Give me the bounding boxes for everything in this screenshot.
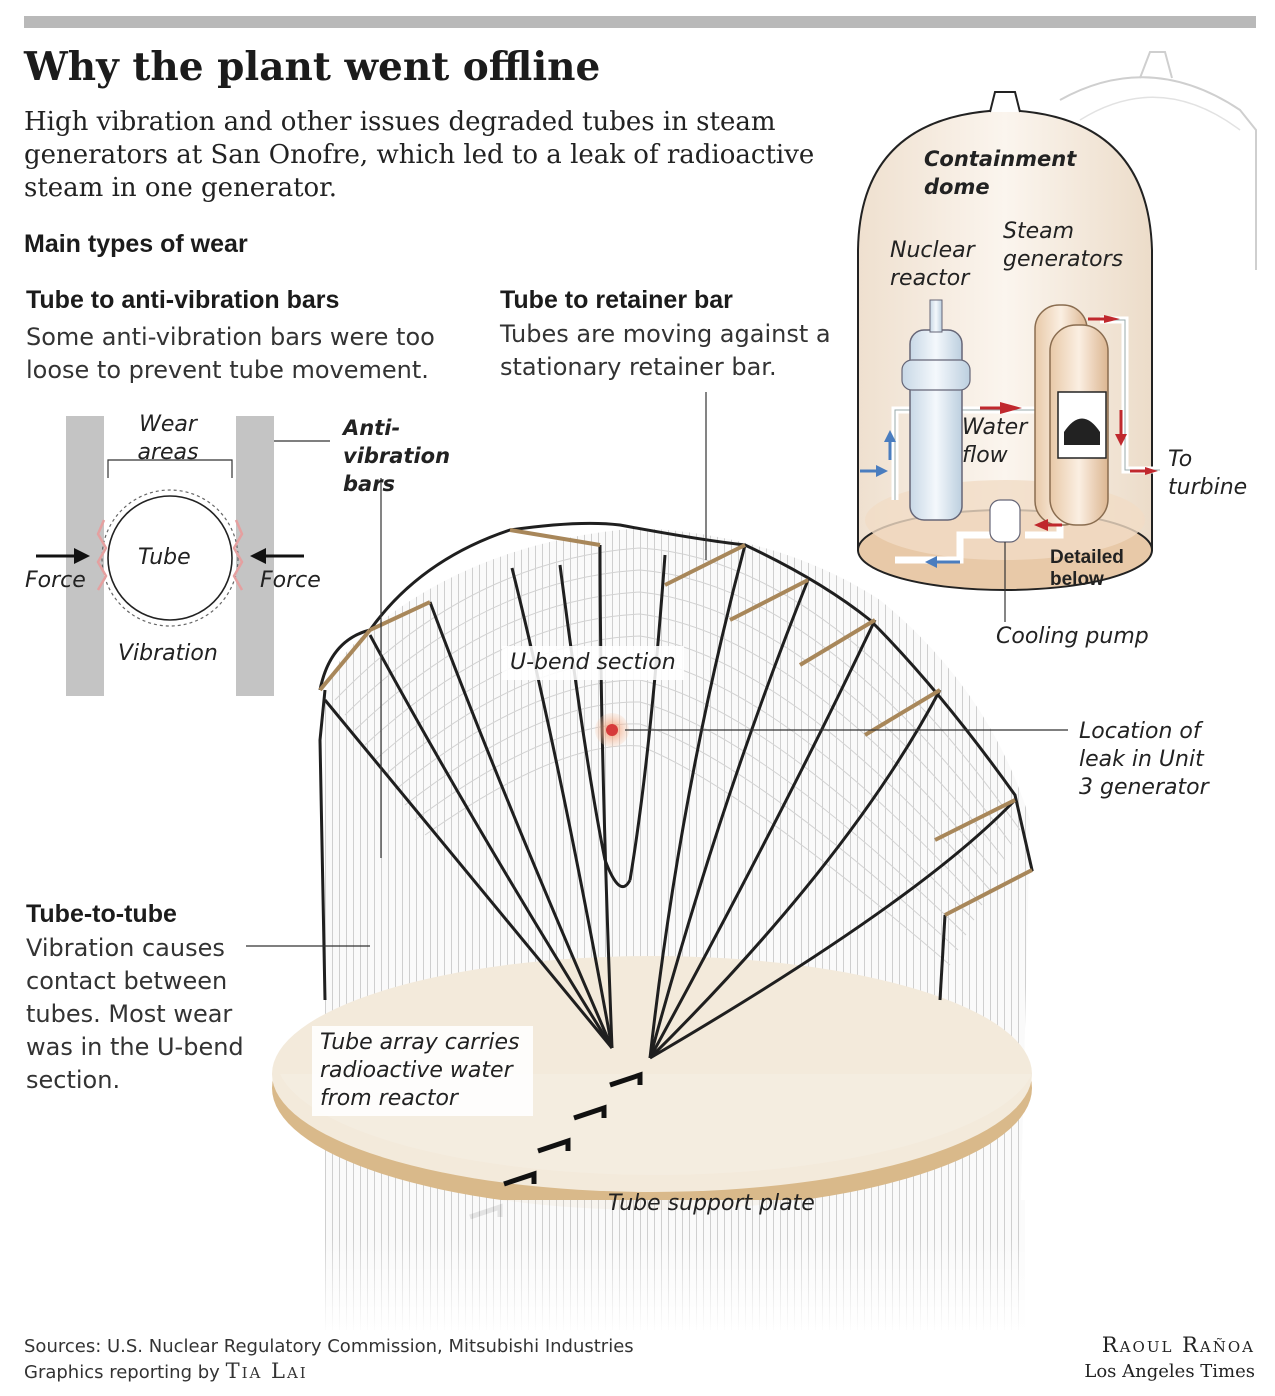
wear-anti-vibration-text: Some anti-vibration bars were too loose … xyxy=(26,323,435,384)
headline: Why the plant went offline xyxy=(24,44,601,90)
water-flow-label: Water flow xyxy=(962,415,1028,468)
wear-tube-to-tube-title: Tube-to-tube xyxy=(26,900,177,928)
sources: Sources: U.S. Nuclear Regulatory Commiss… xyxy=(24,1336,634,1357)
section-title: Main types of wear xyxy=(24,230,248,258)
vibration-label: Vibration xyxy=(118,641,218,666)
dek: High vibration and other issues degraded… xyxy=(24,107,815,203)
anti-vibration-bars xyxy=(318,521,1034,1060)
nuclear-reactor-label: Nuclear reactor xyxy=(890,238,975,291)
force-left-label: Force xyxy=(25,568,86,593)
tube-array-label: Tube array carries radioactive water fro… xyxy=(312,1026,533,1116)
detailed-below-label: Detailed below xyxy=(1050,547,1124,590)
reporting-prefix: Graphics reporting by xyxy=(24,1362,220,1383)
wear-tube-to-tube-text: Vibration causes contact between tubes. … xyxy=(26,934,244,1094)
support-plate-label: Tube support plate xyxy=(608,1191,815,1216)
anti-vibration-bars-label: Anti-vibration bars xyxy=(343,416,451,496)
wear-inset xyxy=(36,416,304,696)
to-turbine-label: To turbine xyxy=(1168,447,1248,500)
cooling-pump-label: Cooling pump xyxy=(996,624,1149,649)
reporter-name: Tia Lai xyxy=(225,1359,308,1383)
containment-dome-label: Containment dome xyxy=(924,147,1077,199)
containment-locator xyxy=(857,51,1257,622)
retainer-bars xyxy=(318,528,1033,917)
top-rule xyxy=(24,16,1256,28)
leak-location-label: Location of leak in Unit 3 generator xyxy=(1079,719,1209,800)
graphics-reporting: Graphics reporting by Tia Lai xyxy=(24,1359,308,1385)
tube-label: Tube xyxy=(138,545,191,570)
leak-marker xyxy=(595,713,629,747)
wear-retainer-title: Tube to retainer bar xyxy=(500,286,733,314)
wear-retainer-text: Tubes are moving against a stationary re… xyxy=(500,320,831,381)
publication: Los Angeles Times xyxy=(1084,1361,1255,1382)
u-bend-label: U-bend section xyxy=(502,646,684,680)
tube-support-plate xyxy=(272,956,1032,1335)
steam-generators-label: Steam generators xyxy=(1003,219,1124,272)
force-right-label: Force xyxy=(260,568,321,593)
wear-areas-label: Wear areas xyxy=(137,412,199,465)
artist-credit: Raoul Rañoa xyxy=(1101,1333,1255,1357)
wear-anti-vibration-title: Tube to anti-vibration bars xyxy=(26,286,340,314)
